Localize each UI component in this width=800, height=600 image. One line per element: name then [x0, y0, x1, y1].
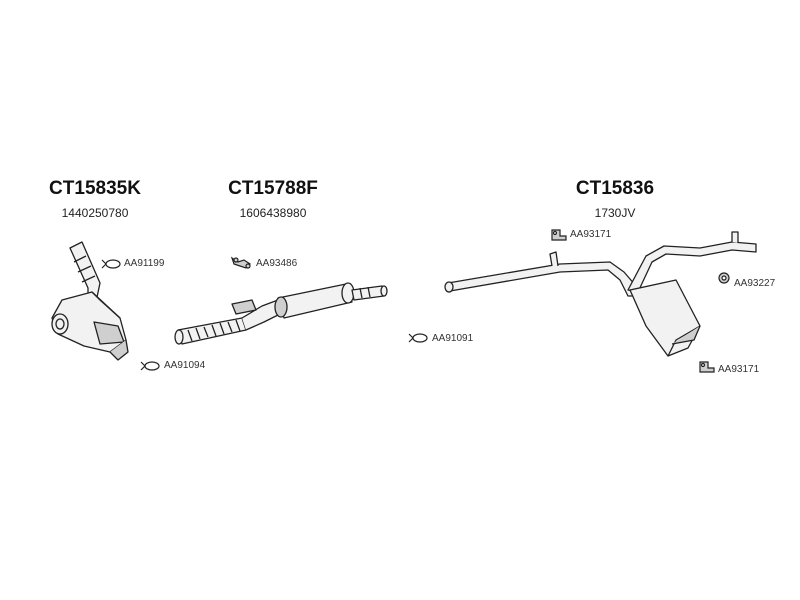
accessory-label: AA91199	[124, 258, 165, 269]
assembly-oem-catalytic: 1440250780	[61, 206, 129, 220]
clamp-ring-icon	[408, 333, 428, 343]
rubber-hanger-icon	[699, 361, 715, 373]
accessory-label: AA93171	[718, 364, 760, 375]
rubber-hanger-icon	[551, 229, 567, 241]
assembly-code-catalytic: CT15835K	[49, 178, 141, 199]
clamp-ring-icon	[140, 361, 160, 371]
accessory-label: AA91091	[432, 333, 474, 344]
assembly-oem-dpf: 1606438980	[239, 206, 307, 220]
accessory-label: AA91094	[164, 360, 206, 371]
clamp-ring-icon	[101, 259, 121, 269]
accessory-label: AA93171	[570, 229, 612, 240]
bolt-kit-icon	[230, 256, 251, 269]
assembly-oem-exhaust: 1730JV	[594, 206, 636, 220]
accessory-label: AA93486	[256, 258, 298, 269]
accessory-label: AA93227	[734, 278, 776, 289]
particulate-filter-drawing	[174, 282, 388, 345]
exhaust-system-drawing	[444, 231, 757, 357]
assembly-code-exhaust: CT15836	[575, 178, 655, 199]
assembly-code-dpf: CT15788F	[228, 178, 318, 199]
catalytic-converter-drawing	[51, 241, 129, 361]
mounting-rubber-icon	[718, 272, 730, 284]
